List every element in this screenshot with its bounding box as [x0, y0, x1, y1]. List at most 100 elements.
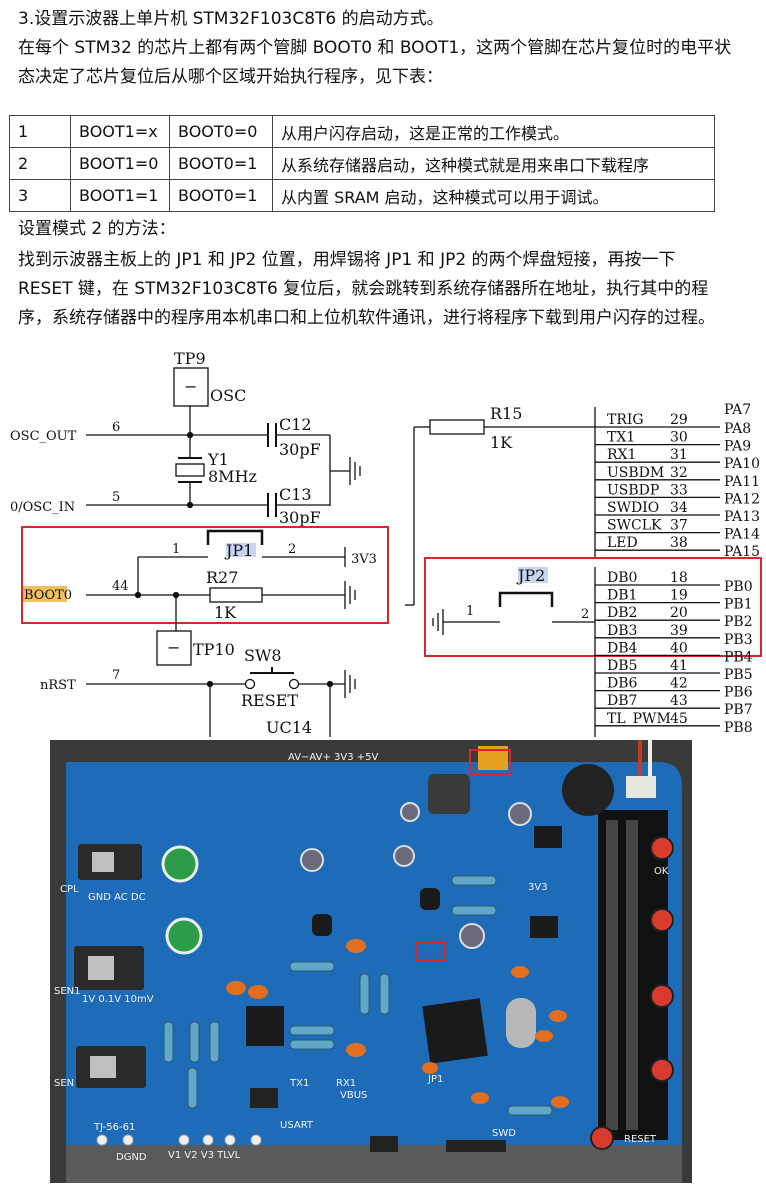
boot-table-cell: 3: [9, 179, 71, 212]
connector-pin: 45: [670, 711, 688, 727]
photo-dgnd: DGND: [116, 1152, 147, 1163]
connector-port: PA11: [724, 474, 760, 490]
connector-pin: 31: [670, 447, 688, 463]
boot0-highlight-box: [21, 526, 389, 624]
connector-port: PA14: [724, 527, 760, 543]
method-paragraph: 找到示波器主板上的 JP1 和 JP2 位置，用焊锡将 JP1 和 JP2 的两…: [18, 250, 715, 328]
jp2-highlight-box: [424, 557, 762, 657]
connector-pin: 18: [670, 570, 688, 586]
jp2-label: JP2: [516, 566, 545, 585]
port-pa7: PA7: [724, 402, 751, 418]
connector-port: PB2: [724, 614, 753, 630]
connector-port: PA9: [724, 439, 751, 455]
uc14-label: UC14: [266, 718, 312, 737]
jp2-pin2: 2: [581, 607, 589, 622]
photo-tj: TJ-56-61: [93, 1122, 135, 1133]
photo-swd: SWD: [492, 1128, 516, 1139]
connector-port: PA8: [724, 421, 751, 437]
connector-port: PB6: [724, 685, 753, 701]
osc-label: OSC: [210, 386, 246, 405]
connector-signal: TX1: [607, 430, 635, 446]
boot-table-cell: 1: [9, 115, 71, 148]
pin-7: 7: [112, 668, 120, 683]
boot-table-cell: 从系统存储器启动，这种模式就是用来串口下载程序: [272, 147, 715, 180]
r15-label: R15: [490, 404, 522, 423]
photo-cpl: CPL: [60, 884, 79, 895]
connector-pin: 32: [670, 465, 688, 481]
pin-6: 6: [112, 420, 120, 435]
boot-table-cell: 从内置 SRAM 启动，这种模式可以用于调试。: [272, 179, 715, 212]
photo-jp1-highlight: [415, 941, 445, 961]
connector-pin: 30: [670, 430, 688, 446]
r27-value: 1K: [214, 603, 237, 622]
sw8-label: SW8: [244, 646, 282, 665]
photo-gnd-ac-dc: GND AC DC: [88, 892, 146, 903]
connector-port: PB5: [724, 667, 753, 683]
3v3-label: 3V3: [351, 552, 377, 567]
photo-top-labels: AV−AV+ 3V3 +5V: [288, 752, 379, 763]
photo-sen: SEN: [54, 1078, 74, 1089]
photo-reset: RESET: [624, 1134, 657, 1145]
boot-table-cell: BOOT0=0: [169, 115, 273, 148]
jp1-pin2: 2: [288, 542, 296, 557]
connector-signal: DB7: [607, 693, 637, 709]
r27-label: R27: [206, 568, 238, 587]
reset-label: RESET: [241, 691, 298, 710]
photo-3v3: 3V3: [528, 882, 548, 893]
connector-port: PA10: [724, 456, 760, 472]
connector-signal: DB5: [607, 658, 637, 674]
photo-jp1: JP1: [427, 1074, 443, 1085]
r15-value: 1K: [490, 433, 513, 452]
photo-vbus: VBUS: [340, 1090, 367, 1101]
boot-table-cell: BOOT1=x: [70, 115, 170, 148]
osc-in-label: 0/OSC_IN: [10, 500, 75, 515]
connector-pin: 40: [670, 640, 688, 656]
boot-table-cell: 从用户闪存启动，这是正常的工作模式。: [272, 115, 715, 148]
connector-signal: LED: [607, 535, 638, 551]
photo-jp2-highlight: [469, 749, 511, 775]
photo-ok: OK: [654, 866, 669, 877]
connector-pin: 42: [670, 676, 688, 692]
pin-44: 44: [112, 579, 129, 594]
photo-bottom-labels: V1 V2 V3 TLVL: [168, 1150, 241, 1161]
connector-port: PB4: [724, 649, 753, 665]
connector-port: PB8: [724, 720, 753, 736]
connector-signal: SWDIO: [607, 500, 659, 516]
jp1-pin1: 1: [172, 542, 180, 557]
boot-table-cell: BOOT0=1: [169, 147, 273, 180]
nrst-label: nRST: [40, 678, 76, 693]
photo-usart: USART: [280, 1120, 314, 1131]
connector-signal: DB4: [607, 640, 638, 656]
section-heading: 3.设置示波器上单片机 STM32F103C8T6 的启动方式。: [18, 9, 444, 29]
connector-pin: 38: [670, 535, 688, 551]
connector-port: PB1: [724, 597, 753, 613]
jp2-pin1: 1: [466, 604, 474, 619]
pcb-photo: AV−AV+ 3V3 +5V CPL GND AC DC SEN1 1V 0.1…: [50, 740, 692, 1183]
y1-label: Y1: [207, 450, 229, 469]
connector-pin: 43: [670, 693, 688, 709]
connector-signal: RX1: [607, 447, 636, 463]
jp1-label: JP1: [224, 541, 253, 560]
connector-port: PB7: [724, 702, 753, 718]
photo-sen1: SEN1: [54, 986, 81, 997]
intro-paragraph: 在每个 STM32 的芯片上都有两个管脚 BOOT0 和 BOOT1，这两个管脚…: [18, 38, 732, 87]
boot-table-cell: BOOT1=0: [70, 147, 170, 180]
y1-value: 8MHz: [208, 467, 257, 486]
connector-signal: DB3: [607, 623, 637, 639]
connector-signal: USBDM: [607, 465, 664, 481]
connector-signal: USBDP: [607, 482, 659, 498]
connector-port: PA12: [724, 491, 760, 507]
connector-signal: TL_PWM: [607, 711, 671, 727]
osc-out-label: OSC_OUT: [10, 429, 77, 444]
boot-table-cell: BOOT1=1: [70, 179, 170, 212]
connector-port: PA13: [724, 509, 760, 525]
boot0-label: BOOT0: [24, 588, 72, 603]
schematic: TP9 − OSC OSC_OUT 6 C12 30pF Y1 8MHz 0/O…: [10, 349, 762, 737]
c13-value: 30pF: [279, 508, 321, 527]
